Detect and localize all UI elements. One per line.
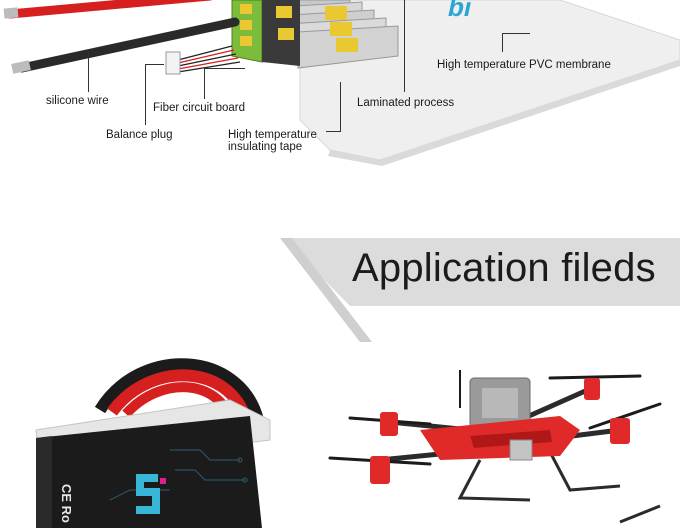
balance-wires <box>177 45 241 73</box>
leader-pvc <box>502 33 530 52</box>
label-balance-plug: Balance plug <box>106 129 173 141</box>
brand-s-logo <box>136 474 160 514</box>
application-banner: Application fileds <box>0 230 680 350</box>
label-insulating-tape-1: High temperature <box>228 129 317 141</box>
lipo-battery-photo: CE Ro <box>0 350 300 528</box>
label-silicone-wire: silicone wire <box>46 95 109 107</box>
brand-logo-fragment: bi <box>445 0 474 22</box>
label-insulating-tape-2: insulating tape <box>228 141 303 153</box>
leader-laminated <box>404 0 406 92</box>
section-title: Application fileds <box>352 246 656 290</box>
leader-silicone-wire <box>88 52 90 92</box>
leader-fiber-board <box>204 68 245 99</box>
leader-insulating-tape-h <box>326 131 341 133</box>
agricultural-drone-photo <box>320 360 680 528</box>
ce-rohs-mark: CE Ro <box>59 484 74 523</box>
label-fiber-circuit-board: Fiber circuit board <box>153 102 246 114</box>
battery-pack-illustration <box>35 358 271 528</box>
battery-structure-diagram: bi <box>0 0 680 170</box>
leader-insulating-tape <box>340 82 342 132</box>
banner-shape <box>280 238 680 342</box>
black-silicone-wire <box>11 17 240 74</box>
balance-plug-shape <box>165 51 181 75</box>
battery-exploded-illustration: bi <box>3 0 680 166</box>
drone-illustration <box>328 370 662 524</box>
leader-balance-plug <box>145 64 164 125</box>
label-laminated-process: Laminated process <box>357 97 455 109</box>
fiber-circuit-board <box>231 0 300 66</box>
red-silicone-wire <box>3 0 213 19</box>
label-pvc-membrane: High temperature PVC membrane <box>437 59 611 71</box>
